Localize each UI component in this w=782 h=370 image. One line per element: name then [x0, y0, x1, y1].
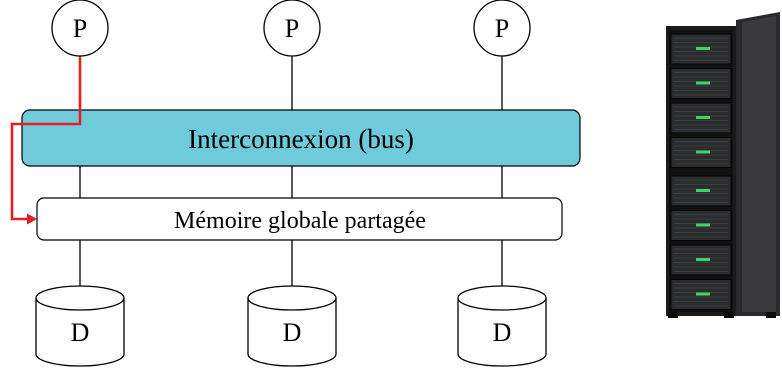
bus-memory-connectors [79, 166, 503, 198]
rack-unit [670, 68, 732, 99]
rack-unit [670, 102, 732, 134]
rack-unit [670, 33, 732, 65]
status-led-icon [696, 116, 710, 119]
memory-label: Mémoire globale partagée [174, 208, 426, 234]
interconnect-label: Interconnexion (bus) [188, 124, 414, 154]
rack-unit [670, 279, 732, 310]
processor-2: P [263, 0, 321, 57]
arrow-head-icon [27, 213, 37, 225]
processor-3: P [473, 0, 531, 57]
processor-1: P [51, 0, 109, 57]
status-led-icon [696, 150, 710, 154]
disk-label: D [493, 318, 512, 347]
status-led-icon [696, 81, 710, 85]
rack-unit [670, 175, 732, 207]
status-led-icon [696, 292, 710, 296]
processor-label: P [495, 14, 509, 43]
status-led-icon [696, 189, 710, 192]
interconnect-bus: Interconnexion (bus) [21, 109, 581, 167]
processor-bus-connectors [79, 56, 503, 110]
memory-access-path [10, 58, 82, 225]
disk-label: D [283, 318, 302, 347]
disk-3: D [457, 285, 547, 367]
server-rack-icon [666, 12, 780, 318]
rack-unit [670, 137, 732, 168]
processor-label: P [73, 14, 87, 43]
status-led-icon [696, 223, 710, 227]
shared-memory-box: Mémoire globale partagée [36, 197, 563, 241]
memory-disk-connectors [79, 240, 503, 286]
status-led-icon [696, 47, 710, 50]
disk-1: D [35, 285, 125, 367]
processor-label: P [285, 14, 299, 43]
disk-2: D [247, 285, 337, 367]
rack-unit [670, 244, 732, 276]
disk-label: D [71, 318, 90, 347]
status-led-icon [696, 258, 710, 261]
rack-unit [670, 210, 732, 241]
